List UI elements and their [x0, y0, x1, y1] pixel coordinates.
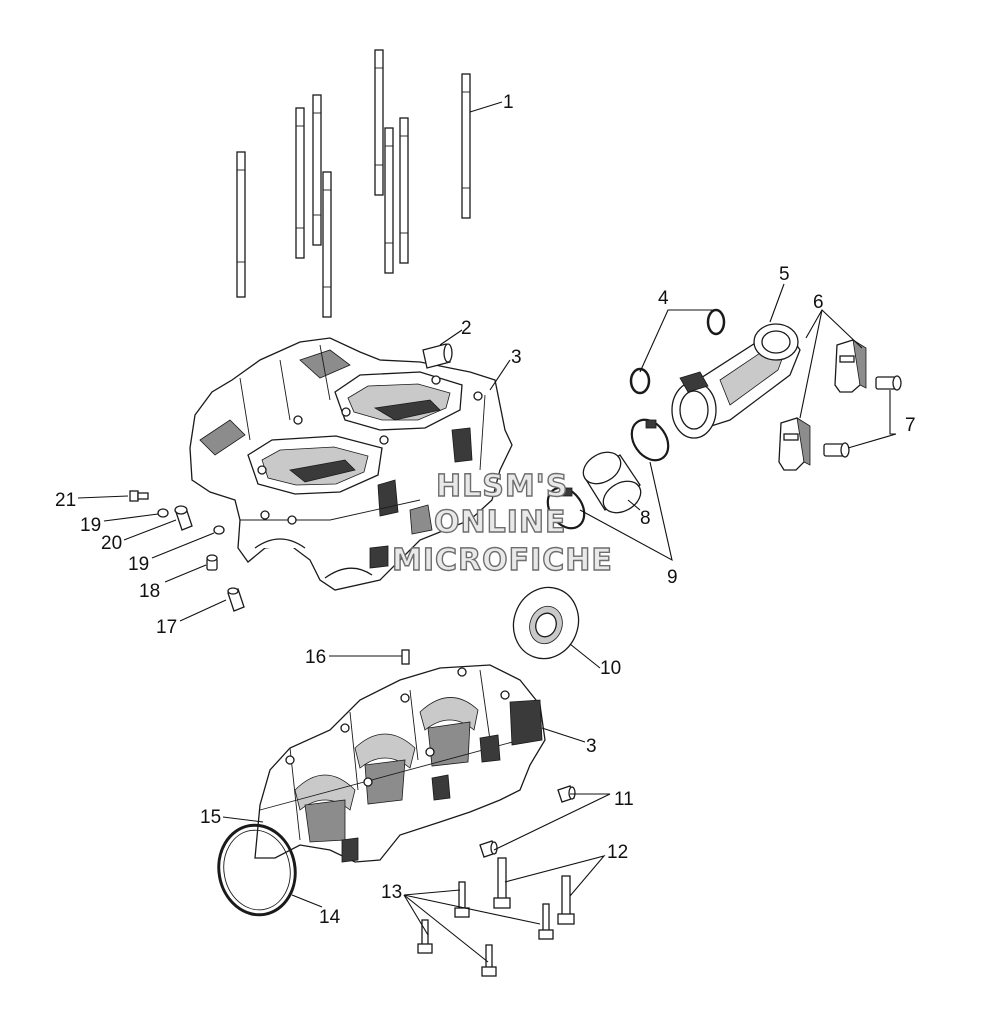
callout-10: 10: [600, 658, 621, 679]
screw: [129, 490, 149, 502]
callout-12: 12: [607, 842, 628, 863]
plug: [479, 840, 498, 858]
callouts: 1 2 3 3 4 5 6 7 8 9 10 11 12 13 14 15 16…: [55, 92, 916, 928]
fitting: [174, 505, 193, 531]
callout-1: 1: [503, 92, 514, 113]
stud-bolt: [312, 94, 322, 246]
stud-bolt: [322, 171, 332, 318]
stud-bolt: [236, 151, 246, 298]
callout-18: 18: [139, 581, 160, 602]
callout-11: 11: [614, 789, 634, 810]
bolt: [417, 919, 433, 954]
o-ring: [629, 367, 651, 395]
watermark-line-3: MICROFICHE: [392, 543, 613, 578]
washer: [213, 525, 225, 535]
bolt: [481, 944, 497, 977]
callout-19-lower: 19: [128, 554, 149, 575]
callout-15: 15: [200, 807, 221, 828]
hose-clamp: [630, 418, 670, 462]
dowel-pin: [422, 343, 453, 369]
watermark: HLSM'S ONLINE MICROFICHE: [391, 468, 613, 578]
callout-14: 14: [319, 907, 341, 928]
o-ring: [706, 308, 726, 336]
bolt: [454, 881, 470, 918]
callout-21: 21: [55, 490, 76, 511]
plug: [557, 785, 576, 803]
bolt: [557, 875, 575, 925]
stud-bolt: [295, 107, 305, 259]
watermark-line-2: ONLINE: [434, 505, 567, 540]
stud-bolt: [374, 49, 384, 196]
washer: [157, 508, 169, 518]
stud-bolts: [236, 49, 471, 318]
callout-5: 5: [779, 264, 790, 285]
crankshaft-seal: [512, 586, 580, 660]
callout-7: 7: [905, 415, 916, 436]
callout-19-upper: 19: [80, 515, 101, 536]
callout-2: 2: [461, 318, 472, 339]
bolt: [538, 903, 554, 940]
watermark-line-1: HLSM'S: [436, 469, 568, 504]
callout-3-upper: 3: [511, 347, 522, 368]
stud-bolt: [399, 117, 409, 264]
lower-crankcase: [254, 664, 546, 863]
bracket: [778, 417, 811, 471]
callout-20: 20: [101, 533, 122, 554]
exhaust-fitting: [671, 323, 801, 439]
callout-17: 17: [156, 617, 177, 638]
sleeve: [206, 554, 218, 571]
callout-4: 4: [658, 288, 669, 309]
callout-8: 8: [640, 508, 651, 529]
upper-crankcase: [189, 337, 513, 591]
leader-lines: [77, 101, 897, 963]
dowel: [227, 587, 245, 612]
bushing: [823, 442, 850, 458]
stud-bolt: [461, 73, 471, 219]
locating-pin: [401, 649, 410, 665]
callout-16: 16: [305, 647, 326, 668]
callout-9: 9: [667, 567, 678, 588]
hose-clamp: [546, 486, 586, 530]
bolt: [493, 857, 511, 909]
callout-6: 6: [813, 292, 824, 313]
callout-3-lower: 3: [586, 736, 597, 757]
stud-bolt: [384, 127, 394, 274]
retaining-ring: [217, 823, 297, 917]
callout-13: 13: [381, 882, 402, 903]
coupler-sleeve: [582, 451, 642, 514]
bushing: [875, 375, 902, 391]
